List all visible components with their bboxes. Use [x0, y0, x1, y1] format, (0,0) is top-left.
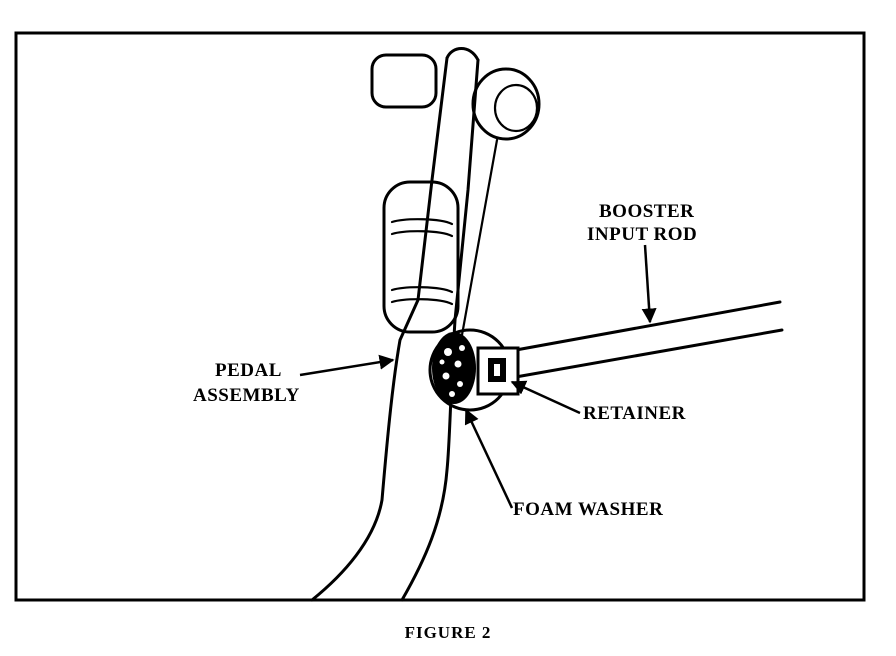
foam-washer-leader [464, 408, 514, 509]
label-foam-washer: FOAM WASHER [513, 499, 663, 520]
label-booster-line1: BOOSTER [599, 201, 694, 222]
label-retainer: RETAINER [583, 403, 686, 424]
figure-frame [14, 31, 866, 602]
booster-input-rod-drawing [503, 300, 784, 380]
retainer-leader [510, 380, 581, 415]
label-pedal-line1: PEDAL [215, 360, 282, 381]
pedal-assembly-drawing [310, 47, 541, 602]
label-booster-line2: INPUT ROD [587, 224, 697, 245]
booster-input-rod-leader [641, 244, 657, 324]
retainer-drawing [476, 346, 520, 396]
label-pedal-line2: ASSEMBLY [193, 385, 300, 406]
pedal-assembly-leader [299, 354, 395, 377]
figure-caption: FIGURE 2 [405, 623, 492, 642]
